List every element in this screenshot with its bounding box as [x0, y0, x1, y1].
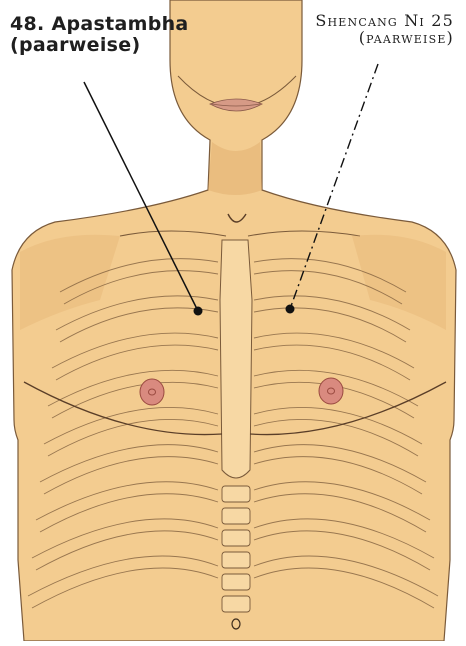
vertebra	[222, 486, 250, 502]
label-left-line1: 48. Apastambha	[10, 14, 189, 35]
vertebra	[222, 552, 250, 568]
label-apastambha: 48. Apastambha (paarweise)	[10, 14, 189, 55]
nipple-right	[319, 378, 343, 404]
acupoint-left	[194, 307, 203, 316]
label-left-line2: (paarweise)	[10, 35, 189, 56]
vertebra	[222, 596, 250, 612]
label-right-line1: Shencang Ni 25	[315, 12, 454, 29]
sternum	[220, 240, 252, 478]
nipple-left	[140, 379, 164, 405]
vertebra	[222, 574, 250, 590]
vertebra	[222, 530, 250, 546]
label-shencang: Shencang Ni 25 (paarweise)	[315, 12, 454, 47]
vertebra	[222, 508, 250, 524]
label-right-line2: (paarweise)	[315, 29, 454, 46]
acupoint-right	[286, 305, 295, 314]
